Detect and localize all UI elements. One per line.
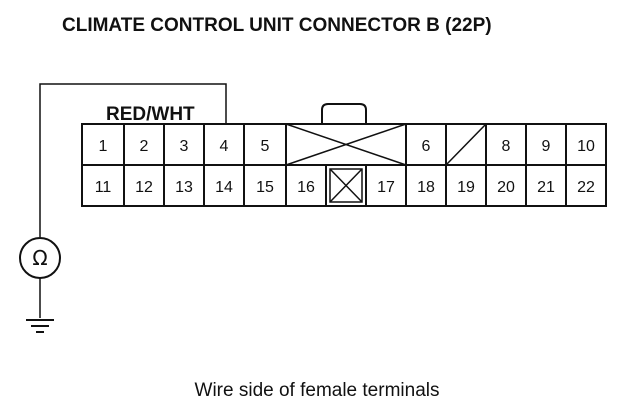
terminal-5: 5	[261, 138, 270, 155]
terminal-16: 16	[297, 179, 315, 196]
ground-icon	[26, 319, 54, 333]
terminal-13: 13	[175, 179, 193, 196]
terminal-18: 18	[417, 179, 435, 196]
terminal-6: 6	[422, 138, 431, 155]
terminal-12: 12	[135, 179, 153, 196]
terminal-3: 3	[180, 138, 189, 155]
terminal-11: 11	[95, 179, 112, 196]
terminal-17: 17	[377, 179, 395, 196]
wire-color-label: RED/WHT	[106, 104, 195, 125]
terminal-19: 19	[457, 179, 475, 196]
top-row-dividers	[123, 124, 567, 165]
probe-wire	[39, 83, 227, 237]
connector-lock-tab-icon	[321, 103, 367, 124]
terminal-21: 21	[537, 179, 555, 196]
terminal-15: 15	[256, 179, 274, 196]
terminal-14: 14	[215, 179, 233, 196]
ohm-symbol: Ω	[32, 246, 47, 270]
unused-cavity-bottom	[329, 168, 363, 203]
unused-cavity-top-wide	[285, 123, 407, 166]
terminal-1: 1	[99, 138, 108, 155]
terminal-8: 8	[502, 138, 511, 155]
terminal-2: 2	[140, 138, 149, 155]
terminal-4: 4	[220, 138, 229, 155]
terminal-9: 9	[542, 138, 551, 155]
view-caption: Wire side of female terminals	[195, 380, 440, 401]
terminal-22: 22	[577, 179, 595, 196]
unused-cavity-7	[445, 123, 487, 166]
terminal-10: 10	[577, 138, 595, 155]
terminal-20: 20	[497, 179, 515, 196]
diagram-title: CLIMATE CONTROL UNIT CONNECTOR B (22P)	[62, 15, 492, 36]
ohmmeter-icon: Ω	[19, 237, 61, 279]
bottom-row-dividers	[123, 165, 567, 206]
